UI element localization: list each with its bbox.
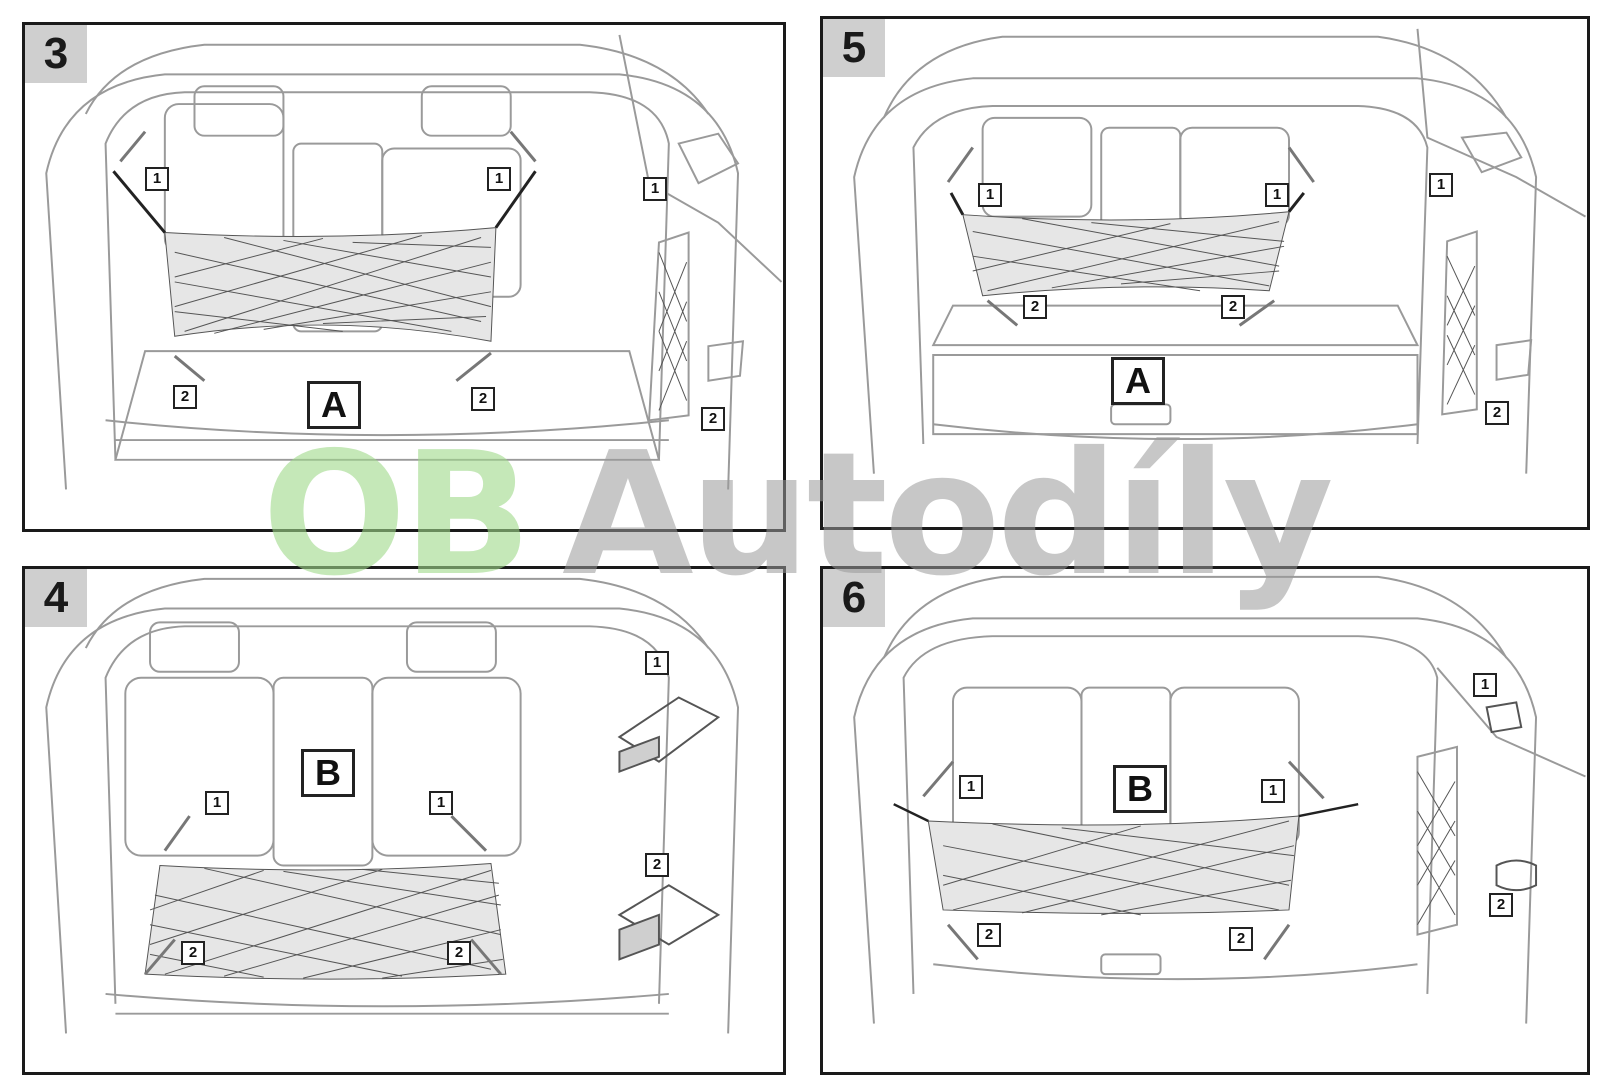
step-number: 5 (823, 19, 885, 77)
callout-1-right: 1 (487, 167, 511, 191)
callout-1-left: 1 (978, 183, 1002, 207)
variant-label: A (307, 381, 361, 429)
detail-callout-1: 1 (643, 177, 667, 201)
detail-callout-2: 2 (701, 407, 725, 431)
callout-1-right: 1 (1265, 183, 1289, 207)
trunk-illustration (45, 34, 783, 490)
step-number: 6 (823, 569, 885, 627)
detail-callout-1: 1 (1473, 673, 1497, 697)
step-4-panel: 4 B 1 1 2 2 1 2 (22, 566, 786, 1075)
callout-2-right: 2 (1221, 295, 1245, 319)
callout-1-left: 1 (145, 167, 169, 191)
callout-1-left: 1 (959, 775, 983, 799)
step-3-panel: 3 A 1 1 2 2 1 2 (22, 22, 786, 532)
step-6-panel: 6 B 1 1 2 2 1 2 (820, 566, 1590, 1075)
callout-2-left: 2 (173, 385, 197, 409)
detail-callout-2: 2 (1489, 893, 1513, 917)
callout-2-right: 2 (447, 941, 471, 965)
variant-label: B (301, 749, 355, 797)
detail-callout-2: 2 (645, 853, 669, 877)
callout-2-left: 2 (181, 941, 205, 965)
step-number: 3 (25, 25, 87, 83)
detail-callout-1: 1 (1429, 173, 1453, 197)
callout-1-right: 1 (1261, 779, 1285, 803)
variant-label: B (1113, 765, 1167, 813)
trunk-illustration (853, 28, 1586, 474)
detail-callout-1: 1 (645, 651, 669, 675)
callout-2-left: 2 (977, 923, 1001, 947)
callout-2-right: 2 (471, 387, 495, 411)
callout-1-left: 1 (205, 791, 229, 815)
detail-callout-2: 2 (1485, 401, 1509, 425)
callout-2-left: 2 (1023, 295, 1047, 319)
trunk-illustration (45, 577, 740, 1034)
step-5-panel: 5 A 1 1 2 2 1 2 (820, 16, 1590, 530)
variant-label: A (1111, 357, 1165, 405)
trunk-illustration (853, 575, 1586, 1024)
step-number: 4 (25, 569, 87, 627)
callout-1-right: 1 (429, 791, 453, 815)
callout-2-right: 2 (1229, 927, 1253, 951)
